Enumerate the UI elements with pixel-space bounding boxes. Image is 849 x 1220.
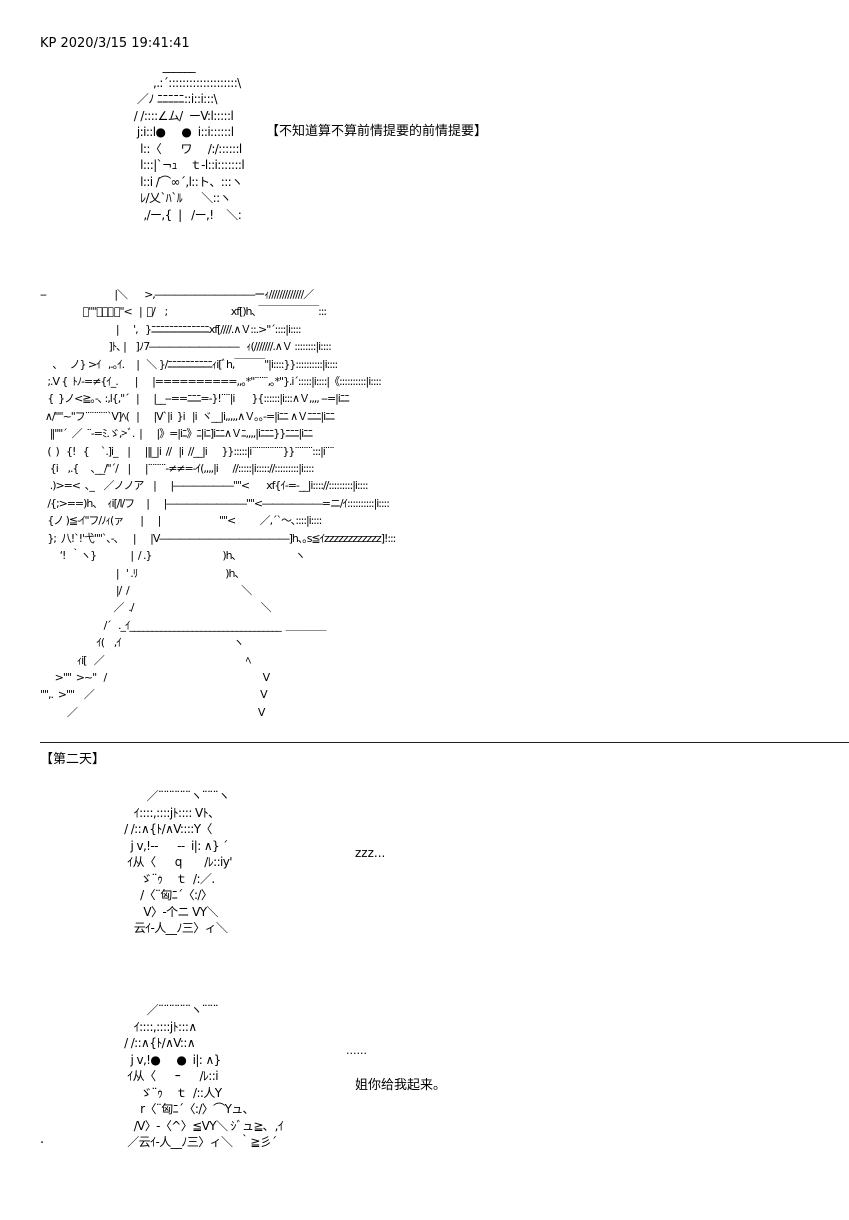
section-divider xyxy=(40,742,849,743)
day-heading: 【第二天】 xyxy=(40,752,106,767)
stray-dot: . xyxy=(40,1132,45,1147)
sleep-text: zzz... xyxy=(355,846,386,860)
dialogue-text: 姐你给我起来。 xyxy=(355,1078,447,1093)
ascii-art-character-waking: ／¨¨¨¨¨¨ヽ¨¨¨ ｲ::::,::::jﾄ:::∧ / /::∧{ﾄ/∧V… xyxy=(124,1003,284,1149)
ascii-art-scene-room: -‐ |＼ >,――――――――――ーｨ/////////////／ ﾞ""～､… xyxy=(40,288,396,719)
ascii-art-character-intro: ______ ,.:´::::::::::::::::::::\ ／ﾉ ﾆﾆﾆﾆ… xyxy=(133,59,245,222)
narration-title: 【不知道算不算前情提要的前情提要】 xyxy=(266,124,488,139)
ellipsis-text: ...... xyxy=(346,1044,367,1057)
timestamp-header: KP 2020/3/15 19:41:41 xyxy=(40,36,190,51)
ascii-art-character-sleeping: ／¨¨¨¨¨¨ヽ¨¨¨ヽ ｲ::::,::::jﾄ:::: Vﾄ、 / /::∧… xyxy=(124,789,233,935)
